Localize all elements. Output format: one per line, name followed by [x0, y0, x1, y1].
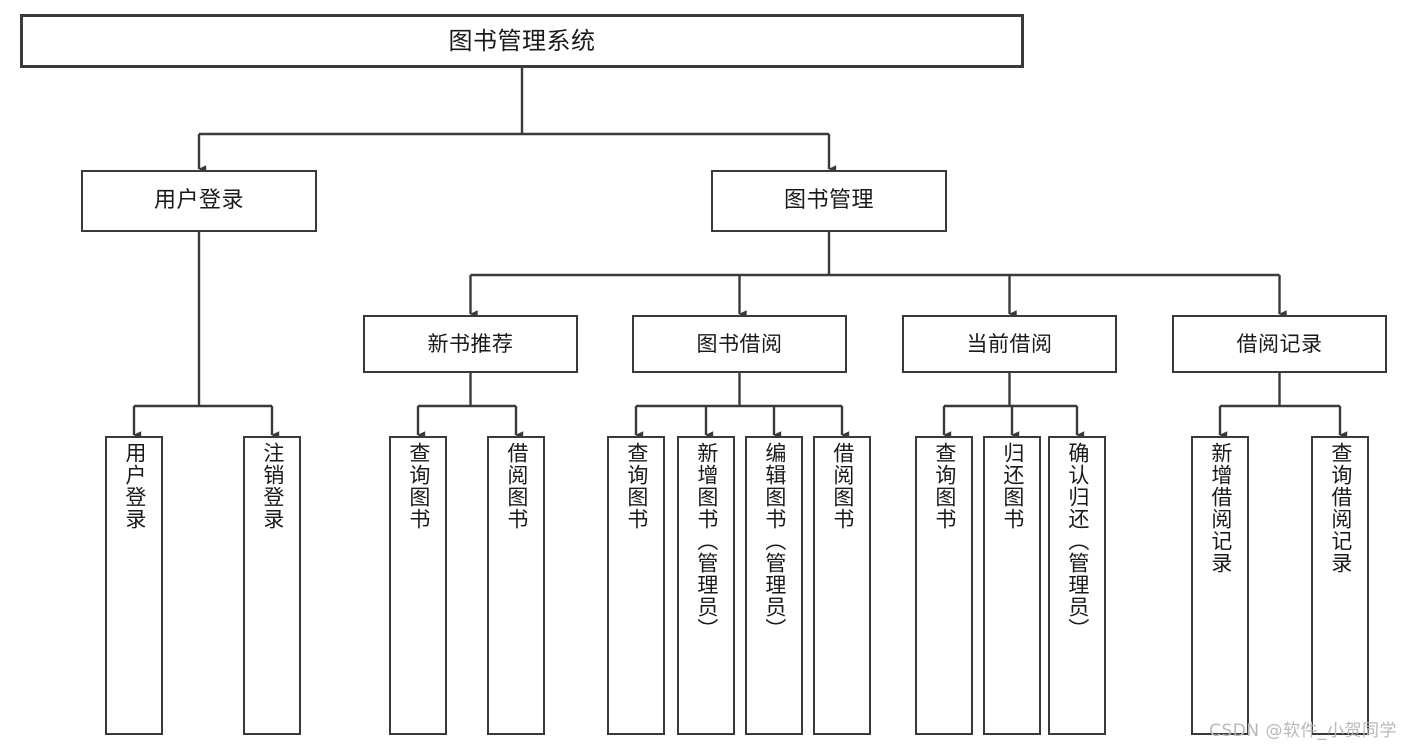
node-leaf-record-query[interactable]: 查询借阅记录: [1311, 436, 1369, 735]
node-leaf-borrow-borrow-book-label: 借阅图书: [830, 442, 855, 530]
node-leaf-borrow-edit-book-label: 编辑图书（管理员）: [762, 442, 787, 640]
node-current-borrow[interactable]: 当前借阅: [902, 315, 1117, 373]
node-leaf-recommend-query-book-label: 查询图书: [406, 442, 431, 530]
node-leaf-recommend-borrow-book-label: 借阅图书: [504, 442, 529, 530]
node-book-borrow[interactable]: 图书借阅: [632, 315, 847, 373]
node-user-login[interactable]: 用户登录: [81, 170, 317, 232]
node-book-borrow-label: 图书借阅: [696, 331, 783, 356]
node-leaf-current-confirm-return[interactable]: 确认归还（管理员）: [1048, 436, 1106, 735]
node-leaf-current-query-book[interactable]: 查询图书: [915, 436, 973, 735]
node-book-manage[interactable]: 图书管理: [711, 170, 947, 232]
node-leaf-current-return-book-label: 归还图书: [1000, 442, 1025, 530]
node-leaf-user-logout-label: 注销登录: [260, 442, 285, 530]
node-new-book-recommend-label: 新书推荐: [427, 331, 514, 356]
node-borrow-record-label: 借阅记录: [1236, 331, 1323, 356]
node-leaf-record-query-label: 查询借阅记录: [1328, 442, 1353, 574]
node-leaf-borrow-add-book-label: 新增图书（管理员）: [694, 442, 719, 640]
node-book-manage-label: 图书管理: [783, 188, 874, 214]
node-leaf-user-logout[interactable]: 注销登录: [243, 436, 301, 735]
node-leaf-borrow-add-book[interactable]: 新增图书（管理员）: [677, 436, 735, 735]
node-root[interactable]: 图书管理系统: [20, 14, 1024, 68]
node-leaf-user-login-label: 用户登录: [122, 442, 147, 530]
node-leaf-user-login[interactable]: 用户登录: [105, 436, 163, 735]
node-new-book-recommend[interactable]: 新书推荐: [363, 315, 578, 373]
node-leaf-current-query-book-label: 查询图书: [932, 442, 957, 530]
node-leaf-current-confirm-return-label: 确认归还（管理员）: [1065, 442, 1090, 640]
node-leaf-recommend-borrow-book[interactable]: 借阅图书: [487, 436, 545, 735]
node-current-borrow-label: 当前借阅: [966, 331, 1053, 356]
node-root-label: 图书管理系统: [448, 26, 596, 55]
node-leaf-current-return-book[interactable]: 归还图书: [983, 436, 1041, 735]
node-user-login-label: 用户登录: [153, 188, 244, 214]
node-leaf-borrow-query-book-label: 查询图书: [624, 442, 649, 530]
node-leaf-record-add-label: 新增借阅记录: [1208, 442, 1233, 574]
node-leaf-borrow-borrow-book[interactable]: 借阅图书: [813, 436, 871, 735]
node-borrow-record[interactable]: 借阅记录: [1172, 315, 1387, 373]
node-leaf-borrow-edit-book[interactable]: 编辑图书（管理员）: [745, 436, 803, 735]
node-leaf-recommend-query-book[interactable]: 查询图书: [389, 436, 447, 735]
csdn-watermark: CSDN @软件_小贺同学: [1209, 721, 1397, 741]
node-leaf-record-add[interactable]: 新增借阅记录: [1191, 436, 1249, 735]
node-leaf-borrow-query-book[interactable]: 查询图书: [607, 436, 665, 735]
